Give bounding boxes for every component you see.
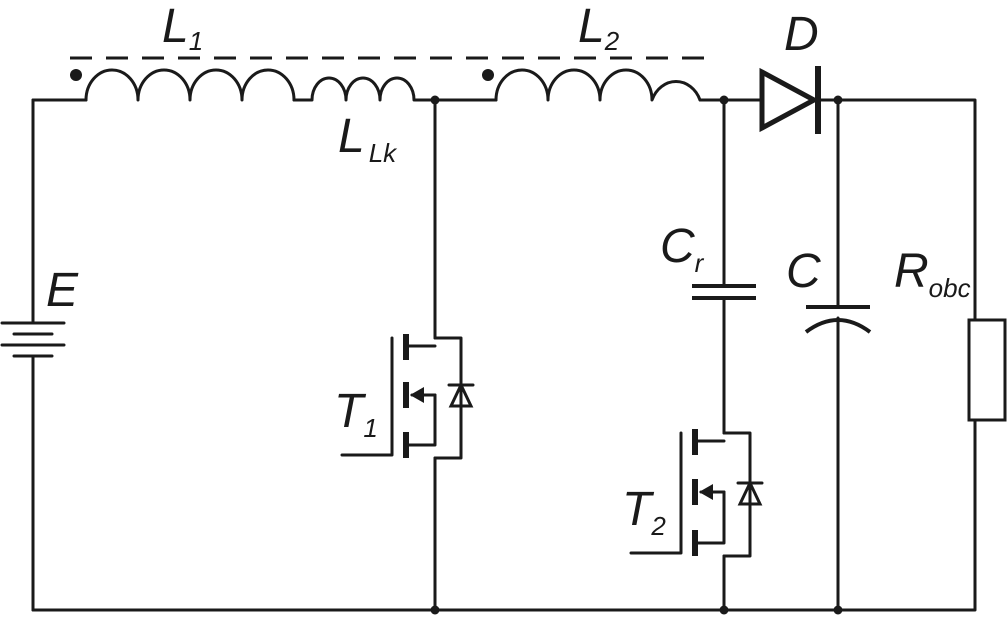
capacitor-cr — [692, 284, 756, 300]
label-t2: T2 — [622, 483, 666, 541]
polarity-dot-l1 — [70, 69, 82, 81]
polarity-dot-l2 — [482, 69, 494, 81]
t1-gate-lead — [340, 336, 394, 457]
t2-body-diode — [737, 479, 763, 506]
label-cr: Cr — [660, 220, 705, 278]
junction-dot — [719, 605, 729, 615]
bottom-wire — [31, 418, 977, 612]
wires — [31, 98, 977, 612]
c-curved-plate — [804, 318, 872, 334]
label-t1: T1 — [334, 385, 378, 443]
mosfet-t2 — [629, 429, 764, 558]
t2-gate-lead — [629, 431, 683, 555]
label-l1: L1 — [162, 0, 203, 56]
t1-body-arrow — [410, 387, 424, 403]
inductor-l2 — [494, 68, 702, 102]
junction-dot — [833, 95, 843, 105]
t1-source-link — [404, 393, 437, 447]
label-c: C — [786, 245, 821, 298]
mosfet-t1 — [340, 334, 475, 460]
inductor-l1 — [84, 68, 296, 102]
diode-triangle — [759, 67, 820, 133]
label-l2: L2 — [578, 0, 620, 56]
t2-body-arrow — [699, 484, 713, 500]
label-robc: Robc — [894, 245, 971, 303]
junction-dots — [430, 95, 843, 615]
t1-diode-loop — [433, 336, 463, 460]
junction-dot — [719, 95, 729, 105]
inductor-llk — [292, 76, 416, 102]
label-e: E — [46, 264, 79, 317]
battery-e — [0, 321, 66, 358]
label-d: D — [784, 8, 819, 61]
t1-body-diode — [448, 381, 474, 408]
diode-d — [759, 66, 821, 134]
top-wire-right — [816, 98, 977, 322]
resistor-robc — [967, 318, 1007, 422]
junction-dot — [833, 605, 843, 615]
junction-dot — [430, 605, 440, 615]
t2-diode-loop — [722, 431, 752, 558]
junction-dot — [430, 95, 440, 105]
t2-source-link — [693, 490, 726, 545]
capacitor-c — [804, 305, 872, 334]
